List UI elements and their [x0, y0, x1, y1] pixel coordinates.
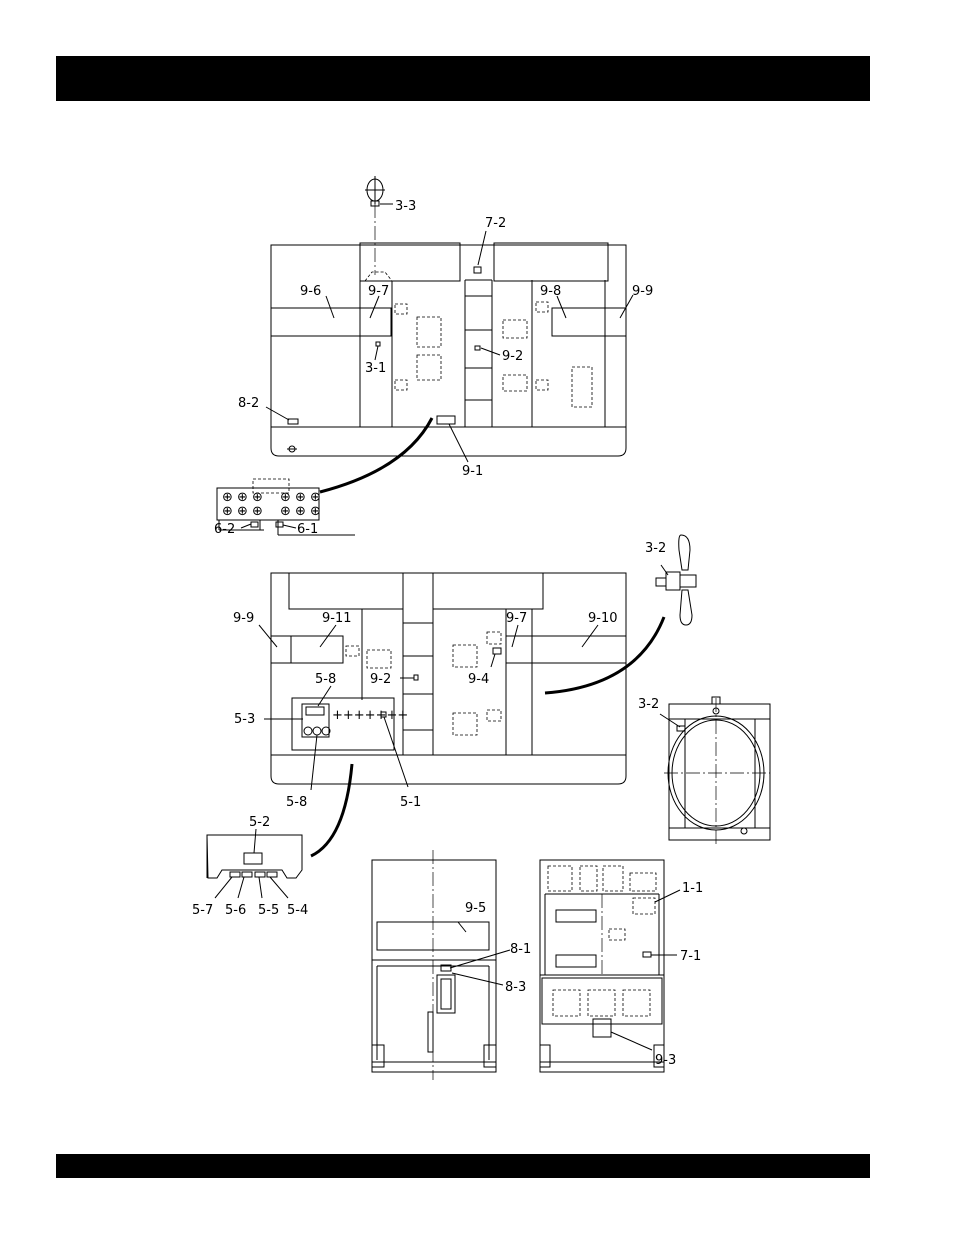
svg-text:⊕ ⊕ ⊕: ⊕ ⊕ ⊕ [280, 504, 321, 519]
label-9-1: 9-1 [462, 464, 483, 479]
lifting-eye-icon [365, 176, 385, 275]
label-5-2: 5-2 [249, 815, 270, 830]
control-panel-detail-top: ⊕ ⊕ ⊕ ⊕ ⊕ ⊕ ⊕ ⊕ ⊕ ⊕ ⊕ ⊕ [217, 418, 432, 535]
label-3-2: 3-2 [645, 541, 666, 556]
rear-end-view [540, 860, 680, 1072]
radiator-end-view [660, 697, 770, 845]
label-9-5: 9-5 [465, 901, 486, 916]
generator-side-view-left [266, 176, 633, 462]
label-9-9: 9-9 [233, 611, 254, 626]
front-end-view [372, 850, 510, 1080]
label-9-7: 9-7 [506, 611, 527, 626]
svg-text:⊕ ⊕ ⊕: ⊕ ⊕ ⊕ [280, 490, 321, 505]
label-5-7: 5-7 [192, 903, 213, 918]
label-3-1: 3-1 [365, 361, 386, 376]
label-8-3: 8-3 [505, 980, 526, 995]
label-6-1: 6-1 [297, 522, 318, 537]
label-8-1: 8-1 [510, 942, 531, 957]
svg-text:+++++++: +++++++ [332, 708, 408, 723]
label-5-5: 5-5 [258, 903, 279, 918]
callout-labels: 3-3 7-2 9-6 9-7 9-8 9-9 9-2 3-1 8-2 9-1 … [192, 199, 703, 1068]
label-9-3: 9-3 [655, 1053, 676, 1068]
label-9-6: 9-6 [300, 284, 321, 299]
label-7-1: 7-1 [680, 949, 701, 964]
label-5-3: 5-3 [234, 712, 255, 727]
label-5-8: 5-8 [286, 795, 307, 810]
svg-text:⊕ ⊕ ⊕: ⊕ ⊕ ⊕ [222, 490, 263, 505]
svg-text:⊕ ⊕ ⊕: ⊕ ⊕ ⊕ [222, 504, 263, 519]
label-5-1: 5-1 [400, 795, 421, 810]
label-7-2: 7-2 [485, 216, 506, 231]
label-9-11: 9-11 [322, 611, 352, 626]
label-5-6: 5-6 [225, 903, 246, 918]
label-9-2: 9-2 [502, 349, 523, 364]
label-9-9: 9-9 [632, 284, 653, 299]
label-1-1: 1-1 [682, 881, 703, 896]
label-9-2: 9-2 [370, 672, 391, 687]
label-9-8: 9-8 [540, 284, 561, 299]
label-3-3: 3-3 [395, 199, 416, 214]
label-5-8: 5-8 [315, 672, 336, 687]
label-9-4: 9-4 [468, 672, 489, 687]
label-9-7: 9-7 [368, 284, 389, 299]
label-8-2: 8-2 [238, 396, 259, 411]
label-3-2: 3-2 [638, 697, 659, 712]
label-5-4: 5-4 [287, 903, 308, 918]
label-9-10: 9-10 [588, 611, 618, 626]
label-6-2: 6-2 [214, 522, 235, 537]
